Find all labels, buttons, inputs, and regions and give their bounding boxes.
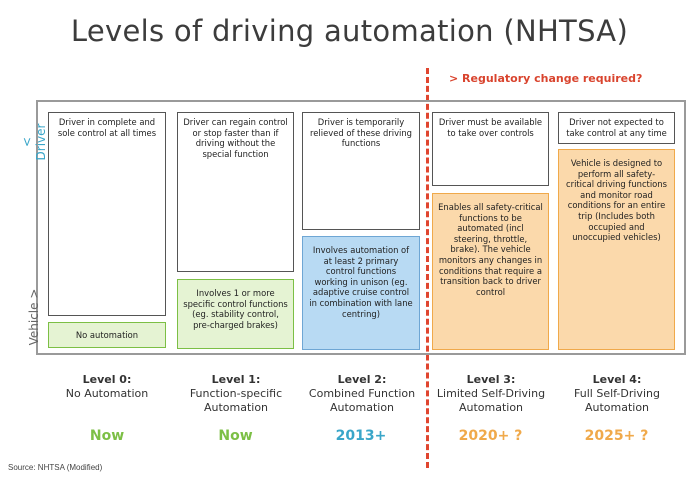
level-4-number: Level 4:	[592, 373, 642, 386]
level-0-driver-box: Driver in complete and sole control at a…	[48, 112, 166, 316]
regulatory-divider	[426, 68, 429, 468]
diagram-frame	[36, 100, 686, 355]
level-2-driver-box: Driver is temporarily relieved of these …	[302, 112, 420, 230]
level-4-label: Level 4: Full Self-Driving Automation	[556, 373, 678, 415]
level-3-driver-box: Driver must be available to take over co…	[432, 112, 549, 186]
level-4-driver-box: Driver not expected to take control at a…	[558, 112, 675, 144]
level-4-year: 2025+ ?	[584, 428, 649, 444]
level-3-name: Limited Self-Driving Automation	[436, 387, 546, 414]
page-title: Levels of driving automation (NHTSA)	[70, 14, 629, 48]
level-2-name: Combined Function Automation	[308, 387, 416, 414]
level-3-number: Level 3:	[466, 373, 516, 386]
level-0-label: Level 0: No Automation	[48, 373, 166, 401]
regulatory-note: > Regulatory change required?	[449, 72, 643, 85]
axis-label-driver: < Driver	[20, 123, 48, 161]
level-3-label: Level 3: Limited Self-Driving Automation	[430, 373, 552, 415]
level-2-label: Level 2: Combined Function Automation	[300, 373, 424, 415]
level-0-number: Level 0:	[82, 373, 132, 386]
axis-label-vehicle: Vehicle >	[27, 288, 41, 346]
source-note: Source: NHTSA (Modified)	[8, 463, 103, 472]
level-1-vehicle-box: Involves 1 or more specific control func…	[177, 279, 294, 349]
level-2-vehicle-box: Involves automation of at least 2 primar…	[302, 236, 420, 350]
level-1-label: Level 1: Function-specific Automation	[172, 373, 300, 415]
level-3-year: 2020+ ?	[458, 428, 523, 444]
level-4-name: Full Self-Driving Automation	[574, 387, 660, 414]
level-4-vehicle-box: Vehicle is designed to perform all safet…	[558, 149, 675, 350]
level-1-number: Level 1:	[211, 373, 261, 386]
level-0-name: No Automation	[65, 387, 149, 400]
level-1-name: Function-specific Automation	[189, 387, 283, 414]
level-3-vehicle-box: Enables all safety-critical functions to…	[432, 193, 549, 350]
level-0-year: Now	[89, 428, 125, 444]
level-2-year: 2013+	[335, 428, 387, 444]
level-0-vehicle-box: No automation	[48, 322, 166, 348]
level-2-number: Level 2:	[337, 373, 387, 386]
level-1-driver-box: Driver can regain control or stop faster…	[177, 112, 294, 272]
level-1-year: Now	[218, 428, 253, 444]
